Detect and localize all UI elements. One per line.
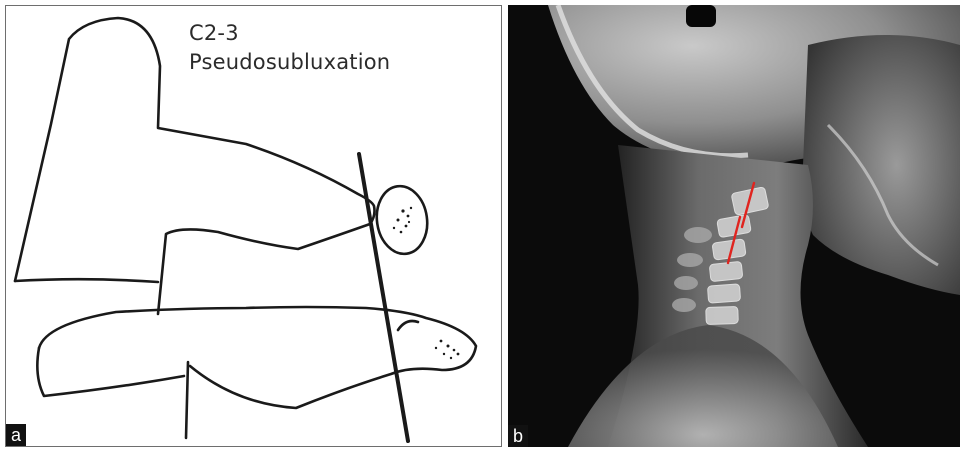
panel-a-sketch: C2-3 Pseudosubluxation a xyxy=(5,5,502,447)
lateral-neck-radiograph xyxy=(508,5,960,447)
panel-label-a: a xyxy=(6,424,26,446)
radiopaque-object xyxy=(686,5,716,27)
sketch-title-condition: Pseudosubluxation xyxy=(189,48,390,77)
sketch-title-level: C2-3 xyxy=(189,19,390,48)
c2-spinous-process xyxy=(373,183,432,257)
sketch-title: C2-3 Pseudosubluxation xyxy=(189,19,390,77)
c3-pedicle xyxy=(186,362,188,438)
c3-posterior-arc xyxy=(398,321,418,330)
c3-lower-contour xyxy=(37,348,184,396)
panel-b-xray: b xyxy=(508,5,960,447)
panel-label-b: b xyxy=(508,425,528,447)
c2-base-line xyxy=(15,279,158,282)
